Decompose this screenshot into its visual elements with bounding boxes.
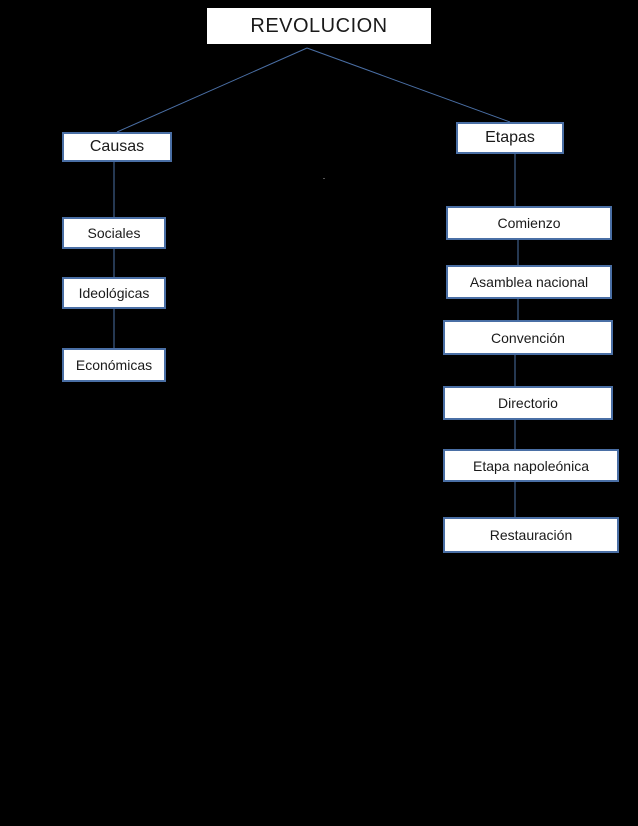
stray-mark [323, 178, 325, 179]
causa-economicas-node: Económicas [62, 348, 166, 382]
connector-title-etapas [306, 47, 511, 123]
causa-ideologicas-node: Ideológicas [62, 277, 166, 309]
etapas-node: Etapas [456, 122, 564, 154]
causas-node: Causas [62, 132, 172, 162]
diagram-title-node: REVOLUCION [207, 8, 431, 44]
etapa-napoleonica-node: Etapa napoleónica [443, 449, 619, 482]
connector-title-causas [116, 47, 308, 133]
etapa-convencion-node: Convención [443, 320, 613, 355]
etapa-asamblea-node: Asamblea nacional [446, 265, 612, 299]
etapa-restauracion-node: Restauración [443, 517, 619, 553]
etapa-comienzo-node: Comienzo [446, 206, 612, 240]
causa-sociales-node: Sociales [62, 217, 166, 249]
etapa-directorio-node: Directorio [443, 386, 613, 420]
